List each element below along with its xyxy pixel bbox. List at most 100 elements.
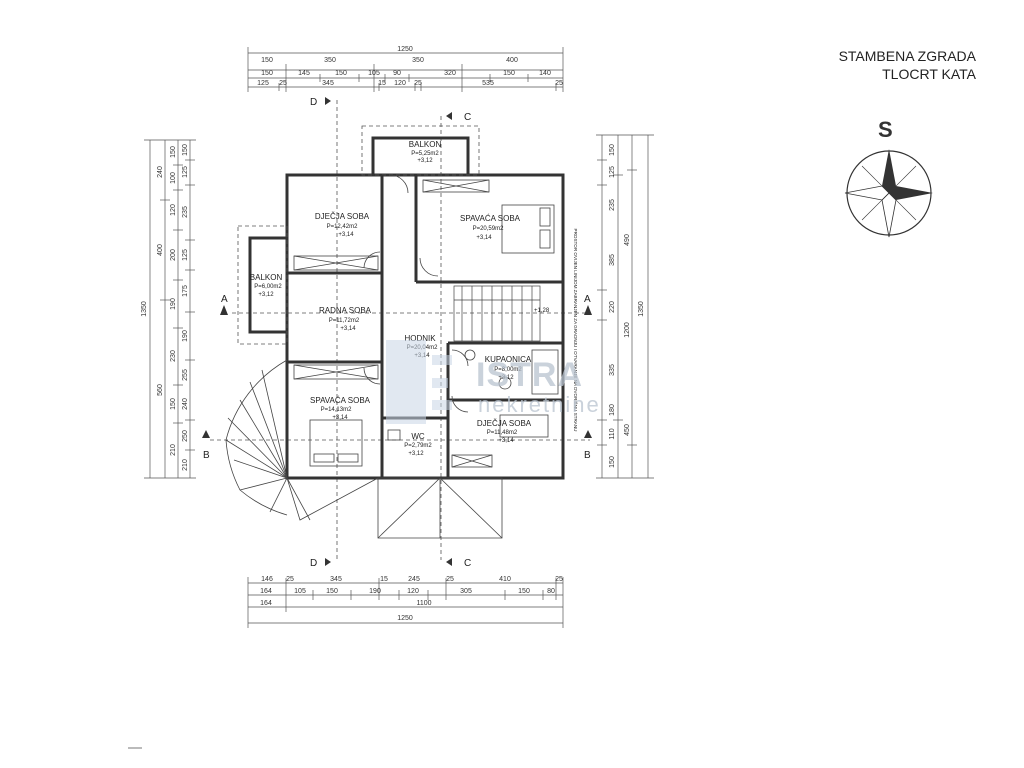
- dim-top-2a: 150: [261, 57, 273, 64]
- dim-right-3b: 125: [609, 166, 616, 178]
- room-name-3: BALKON: [409, 140, 442, 149]
- dim-left-4h: 240: [182, 398, 189, 410]
- room-name-4: BALKON: [250, 273, 283, 282]
- room-area-7: P=8,00m2: [494, 367, 522, 373]
- dim-right-3a: 150: [609, 144, 616, 156]
- dim-left-4g: 255: [182, 369, 189, 381]
- dim-top-2b: 350: [324, 57, 336, 64]
- dim-bottom-1g: 410: [499, 576, 511, 583]
- dim-bottom-3a: 164: [260, 600, 272, 607]
- dim-top-2c: 350: [412, 57, 424, 64]
- dim-left-2c: 560: [157, 384, 164, 396]
- dim-bottom-2f: 305: [460, 588, 472, 595]
- dim-right-2a: 490: [624, 234, 631, 246]
- dim-bottom-1b: 25: [286, 576, 294, 583]
- watermark-subbrand: nekretnine: [478, 392, 601, 417]
- dim-right-3d: 385: [609, 254, 616, 266]
- room-height-9: +3,12: [408, 451, 424, 457]
- dim-top-3c: 150: [335, 70, 347, 77]
- room-area-8: P=14,13m2: [321, 407, 353, 413]
- dim-bottom-total: 1250: [397, 615, 413, 622]
- dim-left-3c: 120: [170, 204, 177, 216]
- room-height-8: +3,14: [332, 415, 348, 421]
- top-dimension-lines: [247, 47, 564, 92]
- room-name-10: DJEČJA SOBA: [477, 419, 532, 428]
- room-area-5: P=11,72m2: [329, 318, 360, 324]
- section-d-bottom: D: [310, 558, 317, 569]
- dim-top-4f: 25: [414, 80, 422, 87]
- spiral-roof: [225, 359, 379, 521]
- dim-top-4d: 15: [378, 80, 386, 87]
- dim-left-3f: 230: [170, 350, 177, 362]
- section-b-left: B: [203, 450, 210, 461]
- dim-top-3e: 90: [393, 70, 401, 77]
- dim-left-3g: 150: [170, 398, 177, 410]
- dim-top-3b: 145: [298, 70, 310, 77]
- dim-left-2a: 240: [157, 166, 164, 178]
- right-dimension-lines: [596, 134, 654, 479]
- section-c-top: C: [464, 112, 471, 123]
- section-d-top: D: [310, 97, 317, 108]
- dim-top-total: 1250: [397, 46, 413, 53]
- dim-left-4d: 125: [182, 249, 189, 261]
- room-height-1: +3,14: [338, 232, 354, 238]
- dim-left-total: 1350: [141, 301, 148, 317]
- dim-right-3c: 235: [609, 199, 616, 211]
- dim-bottom-1h: 25: [555, 576, 563, 583]
- left-dimension-lines: [144, 139, 196, 479]
- dim-left-2b: 400: [157, 244, 164, 256]
- dim-top-3h: 140: [539, 70, 551, 77]
- room-area-10: P=11,48m2: [487, 430, 518, 436]
- dim-top-4c: 345: [322, 80, 334, 87]
- dim-right-2b: 1200: [624, 322, 631, 338]
- compass-label: S: [878, 117, 893, 142]
- room-height-2: +3,14: [476, 235, 492, 241]
- room-height-7: +3,12: [498, 375, 514, 381]
- dim-bottom-2e: 120: [407, 588, 419, 595]
- dim-bottom-1e: 245: [408, 576, 420, 583]
- room-height-4: +3,12: [258, 292, 274, 298]
- room-area-2: P=20,59m2: [473, 226, 505, 232]
- bottom-roof: [377, 477, 503, 539]
- restriction-note: PROSTOR OVIJEN LINIJOM ZABRANJEN ZA GRAD…: [573, 228, 579, 431]
- dim-right-2c: 450: [624, 424, 631, 436]
- dim-top-4e: 120: [394, 80, 406, 87]
- section-lines: [210, 100, 590, 560]
- dim-top-4h: 25: [555, 80, 563, 87]
- dim-bottom-2c: 150: [326, 588, 338, 595]
- dim-bottom-1d: 15: [380, 576, 388, 583]
- dim-left-3h: 210: [170, 444, 177, 456]
- dim-bottom-1a: 146: [261, 576, 273, 583]
- section-a-right: A: [584, 294, 591, 305]
- room-height-5: +3,14: [340, 326, 356, 332]
- dim-bottom-2a: 164: [260, 588, 272, 595]
- dim-bottom-1c: 345: [330, 576, 342, 583]
- dim-left-4j: 210: [182, 459, 189, 471]
- room-name-1: DJEČJA SOBA: [315, 212, 370, 221]
- dim-top-4b: 25: [279, 80, 287, 87]
- dim-left-3d: 200: [170, 249, 177, 261]
- room-name-5: RADNA SOBA: [319, 306, 372, 315]
- dim-bottom-1f: 25: [446, 576, 454, 583]
- section-a-left: A: [221, 294, 228, 305]
- room-name-7: KUPAONICA: [485, 355, 532, 364]
- room-height-10: +3,14: [498, 438, 514, 444]
- dim-left-4a: 150: [182, 144, 189, 156]
- dim-bottom-2g: 150: [518, 588, 530, 595]
- room-area-1: P=12,42m2: [327, 224, 359, 230]
- dim-left-3e: 190: [170, 298, 177, 310]
- room-area-4: P=6,00m2: [254, 284, 282, 290]
- dim-top-3g: 150: [503, 70, 515, 77]
- dim-top-4a: 125: [257, 80, 269, 87]
- dim-left-4c: 235: [182, 206, 189, 218]
- room-area-3: P=5,25m2: [411, 151, 439, 157]
- dim-right-3g: 180: [609, 404, 616, 416]
- dim-left-4f: 190: [182, 330, 189, 342]
- compass-rose-icon: [844, 149, 933, 238]
- dim-top-3f: 320: [444, 70, 456, 77]
- stair-level-label: +1,28: [534, 308, 550, 314]
- dim-right-3h: 110: [609, 428, 616, 439]
- section-b-right: B: [584, 450, 591, 461]
- dim-left-3a: 150: [170, 146, 177, 158]
